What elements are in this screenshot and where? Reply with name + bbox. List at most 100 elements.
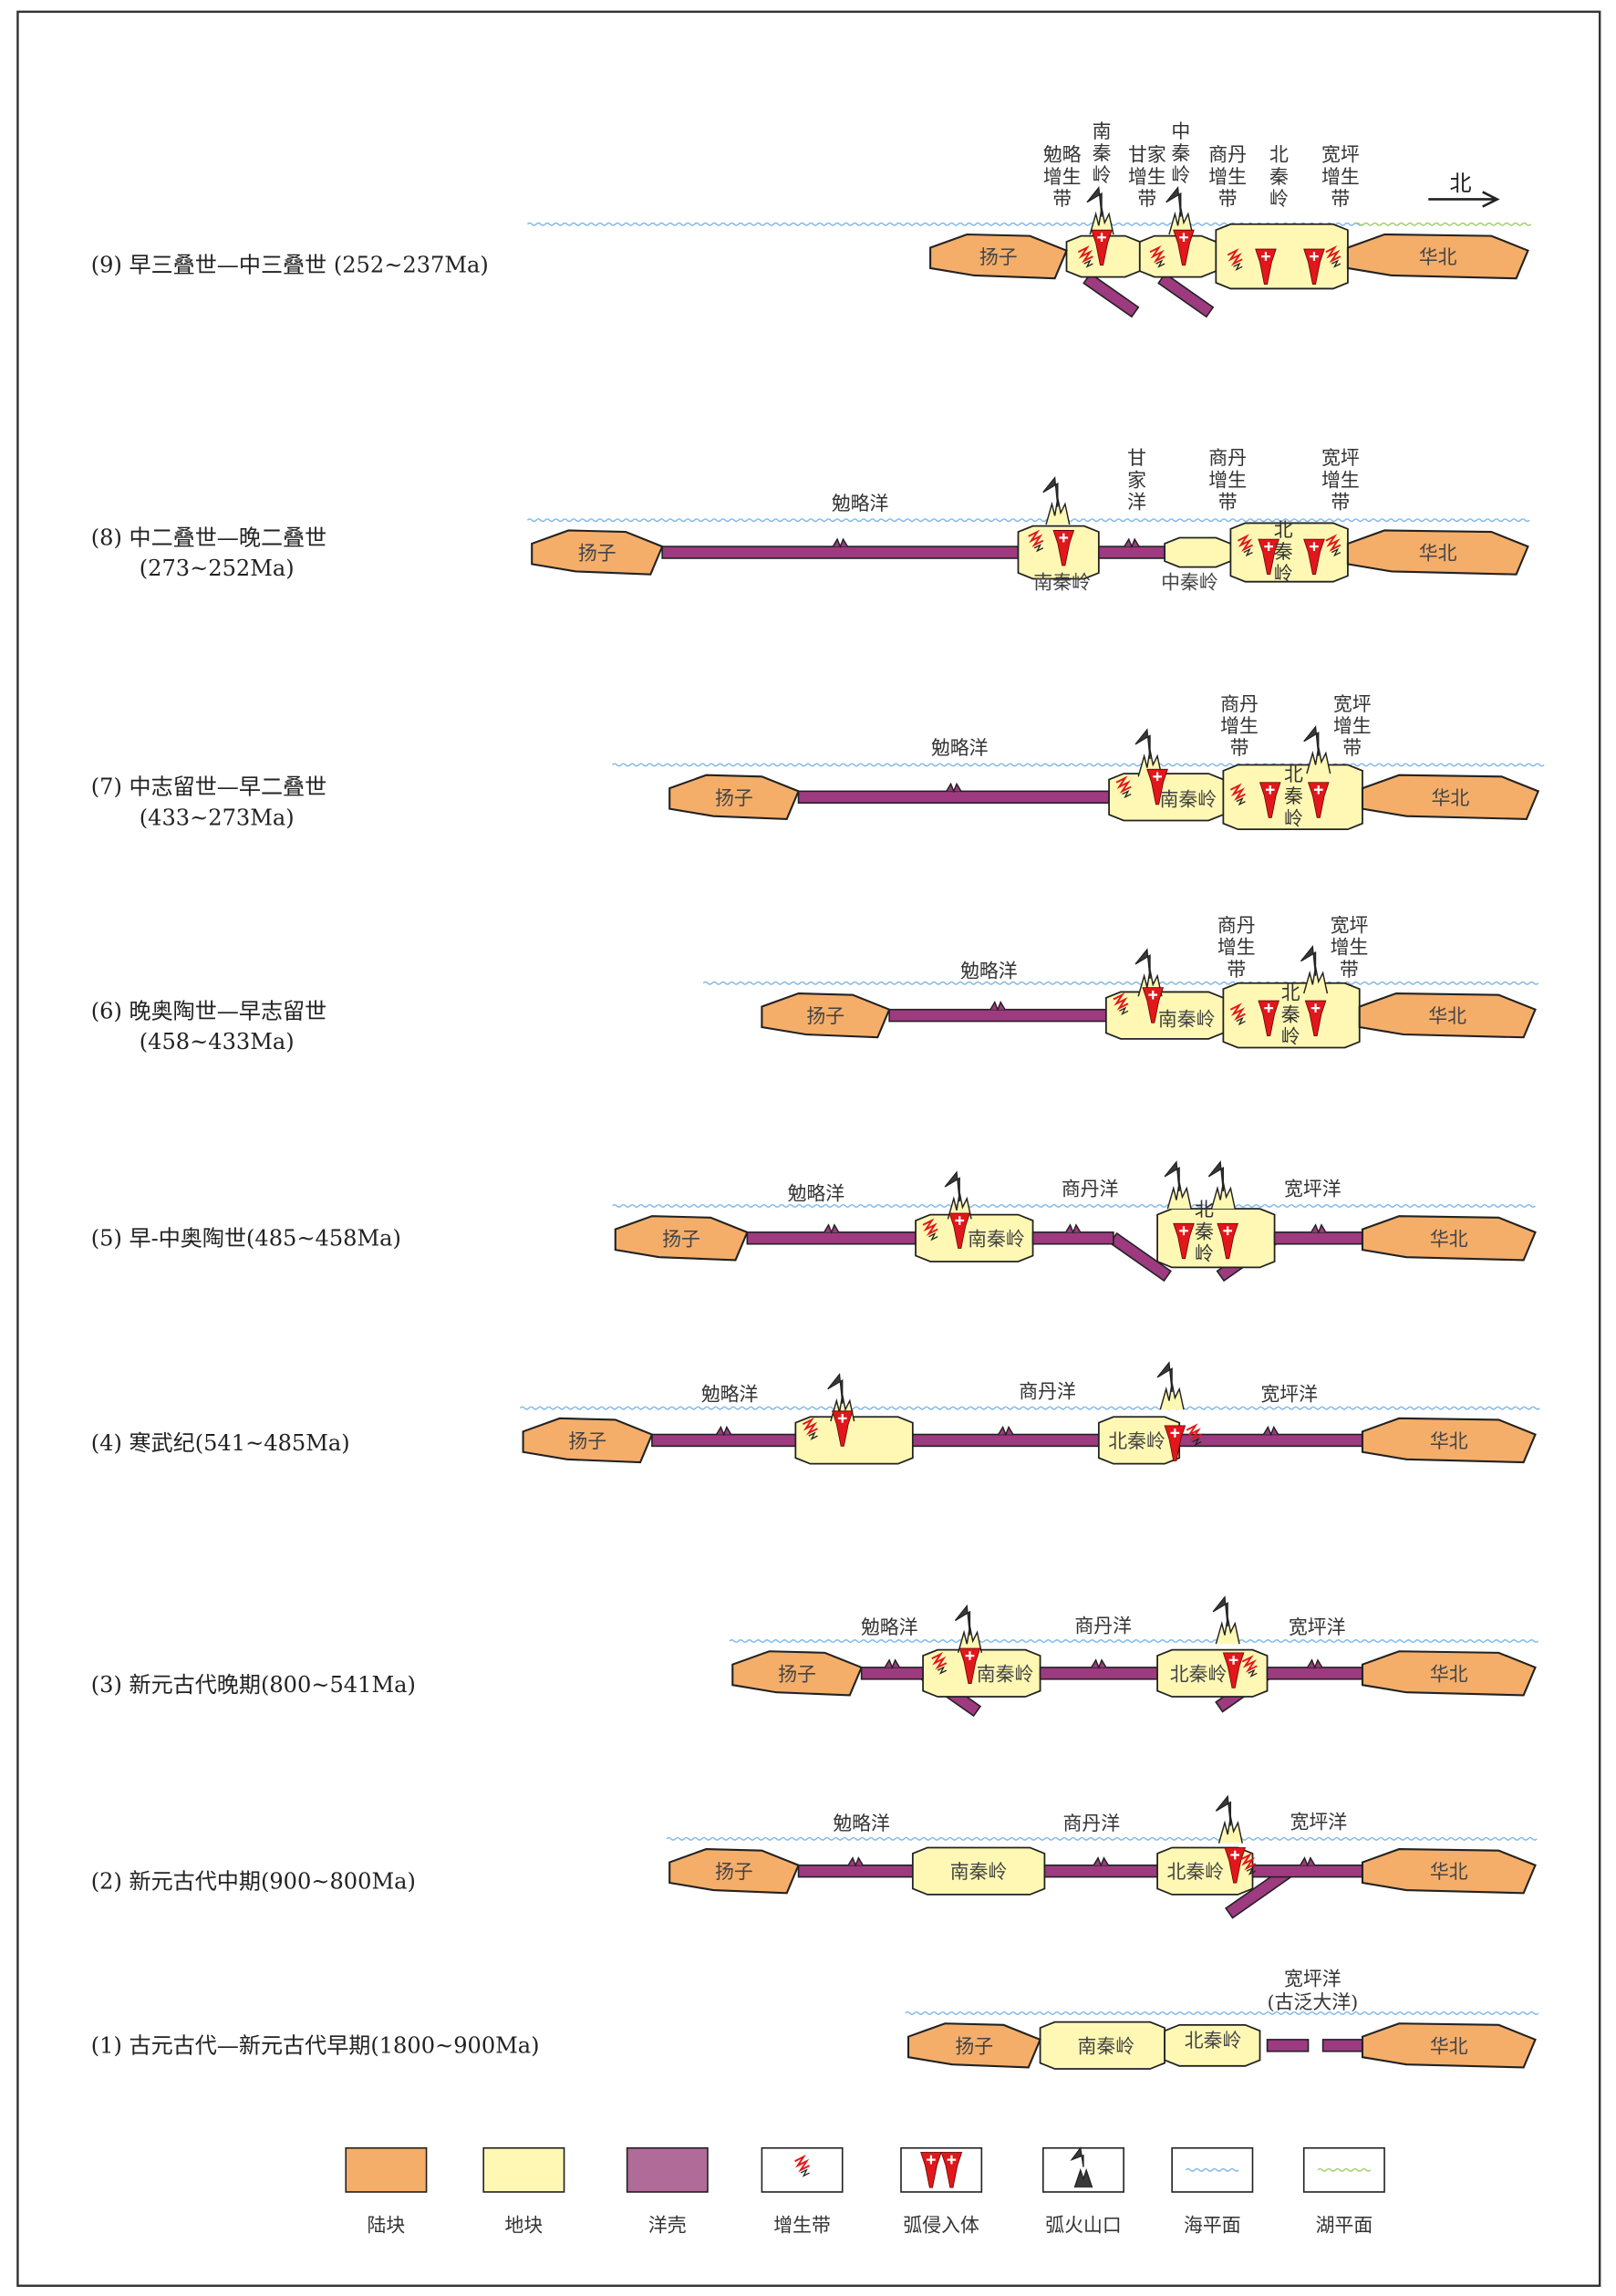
north-china-block (1358, 992, 1537, 1039)
terrane-block (1164, 2023, 1261, 2067)
belt-label-box: 商丹增生带 (1208, 448, 1248, 514)
north-china-block-label: 华北 (1428, 1005, 1466, 1027)
north-china-block-label: 华北 (1430, 1663, 1468, 1685)
cross-mark (1264, 542, 1273, 551)
arrow-right-icon (1428, 191, 1500, 208)
ocean-label: 勉略洋 (701, 1384, 759, 1406)
belt-label-box: 宽坪增生带 (1321, 448, 1360, 514)
cross-mark (1310, 1003, 1321, 1013)
lake-level-icon (1317, 2167, 1372, 2172)
accretion-belt-icon (1229, 783, 1246, 801)
stage-title: (1) 古元古代—新元古代早期(1800~900Ma) (91, 2032, 540, 2058)
cross-mark (1097, 233, 1106, 243)
terrane-block (911, 1846, 1046, 1896)
arc-volcano-icon (954, 1604, 971, 1636)
terrane-block (1222, 764, 1363, 831)
stage-age: (273~252Ma) (140, 556, 295, 581)
legend-label: 洋壳 (648, 2214, 687, 2236)
oceanic-crust (1266, 2039, 1310, 2052)
ocean-label: 勉略洋 (960, 960, 1018, 982)
stage-row: (1) 古元古代—新元古代早期(1800~900Ma)扬子华北南秦岭北秦岭宽坪洋… (91, 1968, 1539, 2070)
legend-label: 增生带 (773, 2214, 831, 2236)
arc-intrusion-icon (1258, 1000, 1279, 1037)
sea-level-line (519, 1406, 1540, 1410)
belt-label: 宽坪增生带 (1321, 448, 1360, 514)
belt-label-box: 宽坪增生带 (1330, 915, 1369, 982)
accretion-belt-icon (1192, 1437, 1202, 1447)
cross-mark (1264, 1003, 1273, 1013)
north-china-block (1361, 1650, 1537, 1697)
belt-label: 商丹增生带 (1220, 694, 1259, 761)
sea-level-line (729, 1639, 1539, 1644)
cross-mark (1148, 990, 1158, 1000)
terrane-block (1222, 982, 1361, 1049)
terrane-label: 北秦岭 (1273, 520, 1293, 587)
belt-label: 南秦岭 (1092, 121, 1112, 188)
stage-title: (7) 中志留世—早二叠世 (91, 774, 326, 800)
terrane-block (794, 1416, 914, 1465)
north-china-block (1361, 1848, 1537, 1895)
stage-title: (9) 早三叠世—中三叠世 (252~237Ma) (91, 253, 489, 278)
belt-label-box: 北秦岭 (1269, 145, 1289, 212)
stage-row: (4) 寒武纪(541~485Ma)扬子华北北秦岭勉略洋商丹洋宽坪洋 (91, 1361, 1540, 1465)
arc-intrusion-icon (1255, 248, 1277, 286)
accretion-belt-icon (1248, 1668, 1258, 1678)
terrane-block (1039, 2021, 1166, 2070)
arc-intrusion-icon (1164, 1425, 1186, 1461)
yangtze-block (531, 529, 664, 576)
terrane-label: 中秦岭 (1161, 572, 1218, 594)
ocean-label: 商丹洋 (1074, 1615, 1132, 1636)
oceanic-crust-swatch (626, 2146, 709, 2193)
ridge-icon (1300, 1856, 1316, 1867)
arc-intrusion-icon (1142, 987, 1165, 1023)
belt-label-box: 宽坪增生带 (1321, 145, 1360, 211)
terrane-label: 北秦岭 (1284, 764, 1303, 831)
cross-mark (1179, 1226, 1188, 1236)
stage-age: (433~273Ma) (140, 805, 295, 830)
ocean-label: 宽坪洋 (1284, 1179, 1341, 1200)
ridge-icon (1307, 1658, 1323, 1669)
ridge-icon (847, 1856, 864, 1867)
cross-mark (965, 1651, 975, 1660)
ocean-label: 勉略洋 (833, 1813, 890, 1834)
cross-mark (1261, 252, 1270, 261)
ridge-icon (946, 782, 962, 794)
stage-row: (7) 中志留世—早二叠世(433~273Ma)扬子华北南秦岭北秦岭勉略洋商丹增… (91, 694, 1545, 831)
legend-label: 湖平面 (1316, 2214, 1373, 2236)
ocean-label: 勉略洋 (931, 737, 989, 759)
ocean-label: 宽坪洋 (1290, 1812, 1347, 1834)
belt-label: 宽坪增生带 (1330, 915, 1369, 982)
stage-title: (3) 新元古代晚期(800~541Ma) (91, 1672, 416, 1698)
arc-volcano-icon (1164, 1160, 1180, 1191)
stage-row: (2) 新元古代中期(900~800Ma)扬子华北南秦岭北秦岭勉略洋商丹洋宽坪洋 (91, 1794, 1538, 1919)
terrane-label: 北秦岭 (1280, 982, 1300, 1050)
yangtze-block (614, 1215, 749, 1262)
north-china-block (1346, 529, 1529, 576)
yangtze-block (731, 1650, 864, 1697)
accretion-belt-icon (1241, 1655, 1258, 1673)
legend-item: 地块 (482, 2146, 565, 2236)
yangtze-block-label: 扬子 (778, 1663, 816, 1685)
north-label: 北 (1450, 171, 1472, 196)
belt-label: 勉略增生带 (1042, 145, 1082, 212)
ridge-icon (832, 537, 848, 549)
legend-label: 弧火山口 (1045, 2214, 1122, 2236)
belt-label-box: 中秦岭 (1171, 121, 1190, 187)
arc-intrusion-icon (948, 1212, 971, 1249)
yangtze-block-label: 扬子 (806, 1005, 844, 1027)
belt-label: 北秦岭 (1269, 145, 1289, 212)
stage-title: (5) 早-中奥陶世(485~458Ma) (91, 1225, 401, 1251)
figure-frame (16, 10, 1601, 2287)
ocean-label: 商丹洋 (1062, 1813, 1120, 1834)
terrane-label-box: 北秦岭 (1195, 1200, 1214, 1266)
accretion-belt-icon (1028, 529, 1044, 548)
belt-label-box: 商丹增生带 (1208, 145, 1247, 211)
stage-row: (9) 早三叠世—中三叠世 (252~237Ma)扬子华北勉略增生带南秦岭甘家增… (91, 121, 1532, 318)
yangtze-block (929, 233, 1068, 280)
ridge-icon (1310, 1223, 1327, 1234)
arc-volcano-icon (1070, 2146, 1093, 2188)
accretion-belt-icon (1236, 1016, 1246, 1026)
arc-volcano-icon (1212, 1595, 1228, 1627)
belt-label: 商丹增生带 (1208, 448, 1248, 514)
sea-level-line (702, 981, 1539, 985)
